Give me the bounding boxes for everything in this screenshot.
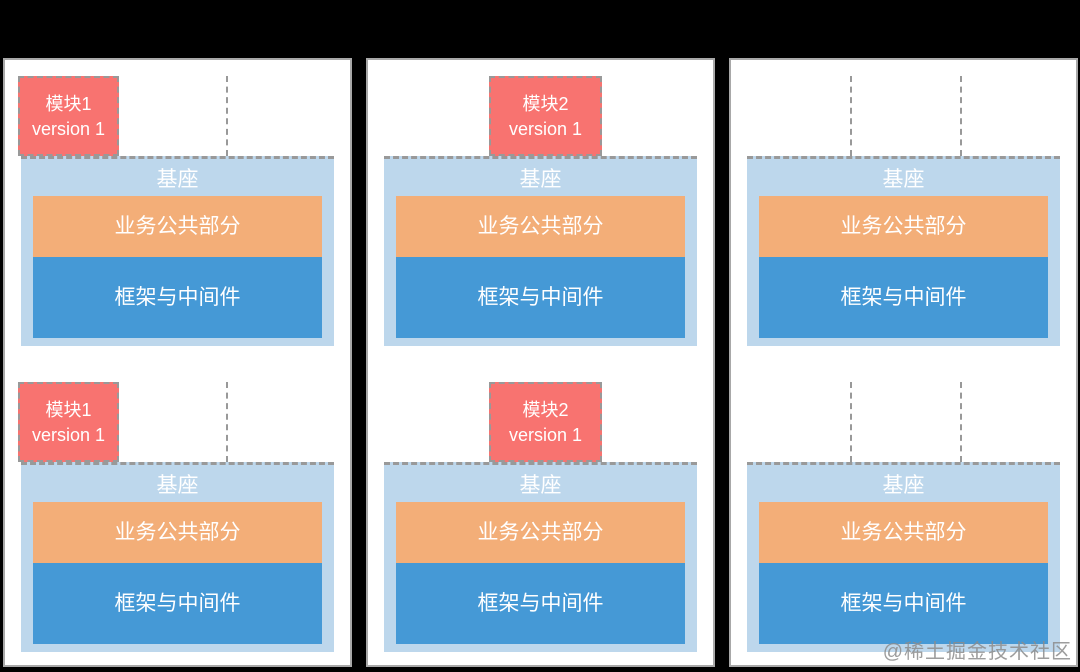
- business-common-bar: 业务公共部分: [33, 196, 322, 257]
- business-common-bar: 业务公共部分: [33, 502, 322, 563]
- deployment-row: 模块2 version 1 基座 业务公共部分 框架与中间件: [368, 382, 713, 652]
- module-box: 模块2 version 1: [489, 382, 602, 462]
- module-version: version 1: [31, 118, 106, 139]
- module-version: version 1: [508, 118, 583, 139]
- base-platform: 基座 业务公共部分 框架与中间件: [747, 462, 1060, 652]
- module-slot-area: 模块2 version 1: [368, 382, 713, 462]
- business-common-bar: 业务公共部分: [396, 502, 685, 563]
- base-label: 基座: [882, 474, 925, 497]
- framework-middleware-bar: 框架与中间件: [759, 563, 1048, 644]
- empty-slot-line: [226, 382, 228, 462]
- base-platform: 基座 业务公共部分 框架与中间件: [384, 462, 697, 652]
- module-version: version 1: [31, 424, 106, 445]
- framework-middleware-bar: 框架与中间件: [33, 257, 322, 338]
- module-slot-area: [731, 76, 1076, 156]
- module-box: 模块2 version 1: [489, 76, 602, 156]
- deployment-row: 模块1 version 1 基座 业务公共部分 框架与中间件: [5, 382, 350, 652]
- empty-slot-line: [850, 76, 852, 156]
- business-common-bar: 业务公共部分: [396, 196, 685, 257]
- framework-middleware-bar: 框架与中间件: [759, 257, 1048, 338]
- empty-slot-line: [960, 382, 962, 462]
- business-common-bar: 业务公共部分: [759, 502, 1048, 563]
- base-label: 基座: [882, 168, 925, 191]
- base-platform: 基座 业务公共部分 框架与中间件: [21, 156, 334, 346]
- empty-slot-line: [226, 76, 228, 156]
- app-instance-panel-1: 模块1 version 1 基座 业务公共部分 框架与中间件 模块1 versi…: [3, 58, 352, 667]
- base-label: 基座: [156, 474, 199, 497]
- module-slot-area: 模块1 version 1: [5, 76, 350, 156]
- module-version: version 1: [508, 424, 583, 445]
- empty-slot-line: [960, 76, 962, 156]
- base-platform: 基座 业务公共部分 框架与中间件: [21, 462, 334, 652]
- module-slot-area: 模块1 version 1: [5, 382, 350, 462]
- app-instance-panel-3: 基座 业务公共部分 框架与中间件 基座 业务公共部分 框架与中间件: [729, 58, 1078, 667]
- module-title: 模块1: [45, 93, 92, 114]
- module-title: 模块2: [522, 399, 569, 420]
- watermark: @稀土掘金技术社区: [882, 641, 1072, 663]
- module-slot-area: [731, 382, 1076, 462]
- deployment-row: 模块2 version 1 基座 业务公共部分 框架与中间件: [368, 76, 713, 346]
- framework-middleware-bar: 框架与中间件: [396, 257, 685, 338]
- module-slot-area: 模块2 version 1: [368, 76, 713, 156]
- app-instance-panel-2: 模块2 version 1 基座 业务公共部分 框架与中间件 模块2 versi…: [366, 58, 715, 667]
- base-label: 基座: [156, 168, 199, 191]
- deployment-row: 基座 业务公共部分 框架与中间件: [731, 76, 1076, 346]
- deployment-row: 基座 业务公共部分 框架与中间件: [731, 382, 1076, 652]
- module-box: 模块1 version 1: [18, 382, 119, 462]
- empty-slot-line: [850, 382, 852, 462]
- module-title: 模块1: [45, 399, 92, 420]
- module-title: 模块2: [522, 93, 569, 114]
- framework-middleware-bar: 框架与中间件: [396, 563, 685, 644]
- deployment-row: 模块1 version 1 基座 业务公共部分 框架与中间件: [5, 76, 350, 346]
- base-platform: 基座 业务公共部分 框架与中间件: [384, 156, 697, 346]
- framework-middleware-bar: 框架与中间件: [33, 563, 322, 644]
- module-box: 模块1 version 1: [18, 76, 119, 156]
- base-label: 基座: [519, 474, 562, 497]
- base-platform: 基座 业务公共部分 框架与中间件: [747, 156, 1060, 346]
- base-label: 基座: [519, 168, 562, 191]
- business-common-bar: 业务公共部分: [759, 196, 1048, 257]
